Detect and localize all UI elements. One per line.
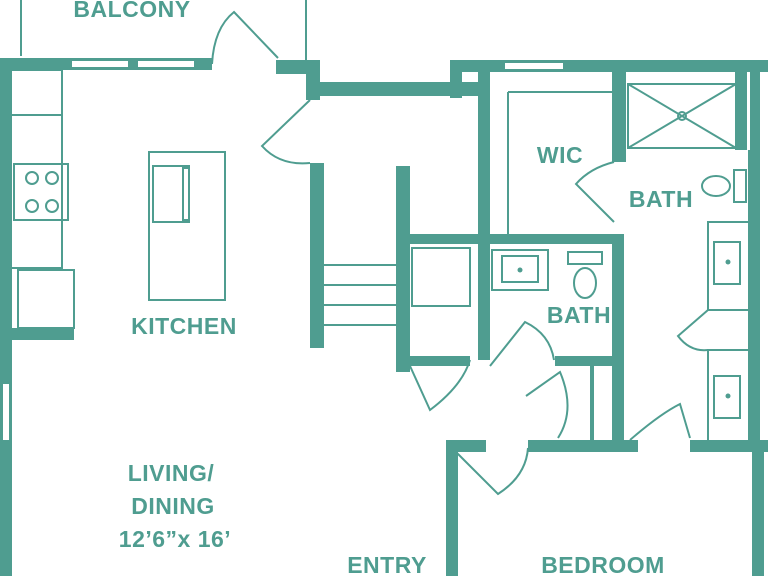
label-balcony: BALCONY <box>73 0 190 22</box>
stove-icon <box>13 163 69 221</box>
closet-fixture <box>409 247 471 412</box>
window-left <box>3 384 9 440</box>
label-bath-second: BATH <box>547 302 611 328</box>
wall-bath-divider <box>612 72 626 162</box>
vanity-lower-icon <box>707 349 753 443</box>
bedroom-door <box>455 447 529 496</box>
kitchen-island <box>148 151 226 301</box>
window-top-3 <box>505 63 563 69</box>
label-bedroom: BEDROOM <box>541 552 665 576</box>
balcony-outline <box>20 0 307 60</box>
bath-second-fixtures <box>489 249 603 439</box>
walls <box>0 58 768 576</box>
window-top-1 <box>72 61 128 67</box>
wall-bedroom-top-left <box>446 440 486 452</box>
wall-stair <box>396 166 410 372</box>
room-labels: BALCONY KITCHEN LIVING/ DINING 12’6”x 16… <box>73 0 693 576</box>
wall-notch <box>450 60 462 98</box>
bath-main-toilet-icon <box>701 175 731 197</box>
wall-left <box>0 58 12 576</box>
shower-icon <box>627 83 737 149</box>
fridge-icon <box>17 269 75 329</box>
wall-wic-left <box>478 70 490 360</box>
label-living-dimensions: 12’6”x 16’ <box>119 526 231 552</box>
window-top-2 <box>138 61 194 67</box>
label-kitchen: KITCHEN <box>131 313 237 339</box>
vanity-upper-icon <box>707 221 753 311</box>
label-bath-main: BATH <box>629 186 693 212</box>
wall-closet-top <box>396 234 624 244</box>
corridor-door <box>260 99 311 165</box>
bath-main-fixtures <box>627 83 753 443</box>
wall-right-corner <box>735 60 747 150</box>
washer-icon <box>411 247 471 307</box>
label-dining: DINING <box>131 493 215 519</box>
wall-bedroom-left <box>446 440 458 576</box>
label-entry: ENTRY <box>347 552 427 576</box>
wall-right-edge <box>750 66 760 162</box>
bath-second-sink-icon <box>491 249 549 291</box>
wall-right-lower <box>748 150 760 450</box>
kitchen-fixtures <box>12 69 226 340</box>
wall-bath-right <box>612 234 624 446</box>
wic-fixtures <box>507 91 616 234</box>
wall-kitchen-partition <box>310 163 324 348</box>
label-wic: WIC <box>537 142 583 168</box>
label-living: LIVING/ <box>128 460 215 486</box>
bath-second-toilet-tank <box>567 251 603 265</box>
wall-corridor-top <box>306 82 484 96</box>
balcony-door <box>211 10 279 65</box>
wall-bedroom-right <box>752 440 764 576</box>
wall-closet-bottom <box>410 356 470 366</box>
bath-second-toilet-icon <box>573 267 597 299</box>
stairs <box>324 264 398 326</box>
wall-linen-left <box>590 366 594 442</box>
wall-bath-bottom <box>555 356 624 366</box>
wall-bedroom-top <box>528 440 638 452</box>
wall-top-right <box>450 60 768 72</box>
